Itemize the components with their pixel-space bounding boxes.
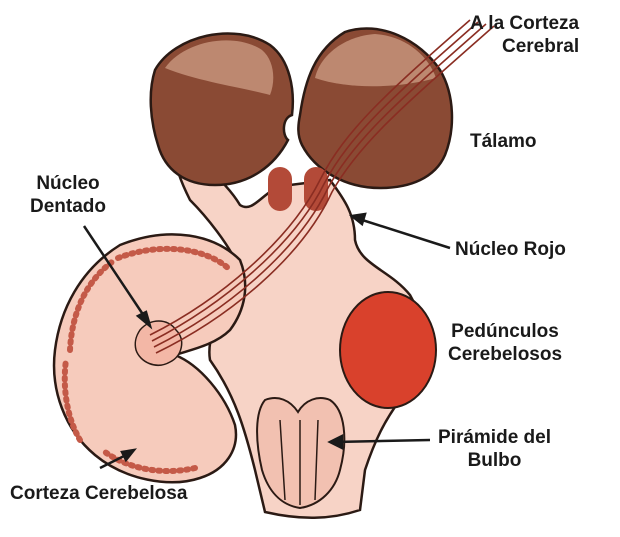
label-line: Cerebelosos <box>448 343 562 366</box>
label-line: Pedúnculos <box>448 320 562 343</box>
label-line: Cerebral <box>470 35 579 58</box>
label-line: Corteza Cerebelosa <box>10 482 187 505</box>
label-line: Núcleo <box>30 172 106 195</box>
label-nucleo-rojo: Núcleo Rojo <box>455 238 566 261</box>
label-corteza-cerebelosa: Corteza Cerebelosa <box>10 482 187 505</box>
label-line: Dentado <box>30 195 106 218</box>
label-pedunculos: Pedúnculos Cerebelosos <box>448 320 562 366</box>
label-line: A la Corteza <box>470 12 579 35</box>
cerebellar-peduncle <box>340 292 436 408</box>
label-talamo: Tálamo <box>470 130 537 153</box>
label-corteza-cerebral: A la Corteza Cerebral <box>470 12 579 58</box>
label-piramide: Pirámide del Bulbo <box>438 426 551 472</box>
label-line: Tálamo <box>470 130 537 153</box>
red-nucleus-left <box>268 167 292 211</box>
label-nucleo-dentado: Núcleo Dentado <box>30 172 106 218</box>
label-line: Bulbo <box>438 449 551 472</box>
label-line: Pirámide del <box>438 426 551 449</box>
label-line: Núcleo Rojo <box>455 238 566 261</box>
